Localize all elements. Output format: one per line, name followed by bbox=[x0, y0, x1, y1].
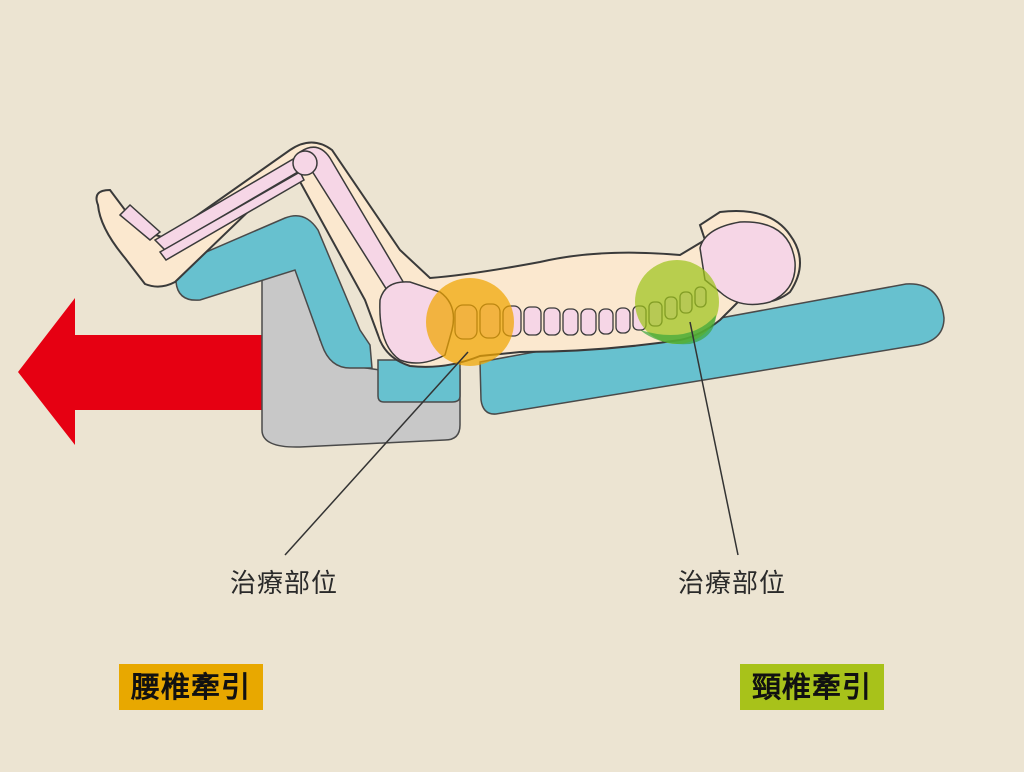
right-treatment-label: 治療部位 bbox=[678, 569, 787, 599]
leg-bones bbox=[118, 146, 406, 300]
left-leader-line bbox=[284, 351, 469, 556]
lumbar-highlight bbox=[426, 278, 514, 366]
traction-arrow bbox=[18, 298, 290, 445]
back-cushion bbox=[479, 283, 945, 415]
right-leader-line bbox=[689, 321, 739, 556]
cervical-highlight bbox=[635, 260, 719, 344]
cervical-traction-badge: 頸椎牽引 bbox=[740, 664, 885, 710]
pelvic-cushion bbox=[377, 359, 461, 403]
cervical-highlight-shade bbox=[640, 315, 716, 345]
skull bbox=[699, 221, 796, 306]
lumbar-traction-badge: 腰椎牽引 bbox=[119, 664, 264, 710]
left-treatment-label: 治療部位 bbox=[230, 569, 339, 599]
